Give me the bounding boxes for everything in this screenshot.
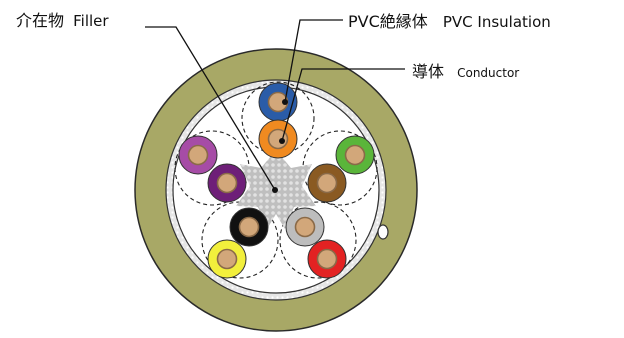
conductor-leader-dot: [279, 138, 285, 144]
conductor-label-en: Conductor: [457, 66, 520, 80]
insulation-label-jp: PVC絶縁体: [348, 12, 428, 31]
core-conductor-gray: [294, 216, 316, 238]
insulation-label-en: PVC Insulation: [442, 13, 551, 31]
filler-label-en: Filler: [73, 12, 109, 30]
conductor-label: 導体 Conductor: [412, 58, 519, 82]
conductor-leader-line: [281, 68, 405, 142]
insulation-leader-dot: [282, 99, 288, 105]
drain-wire: [377, 224, 389, 240]
core-conductor-yellow: [216, 248, 238, 270]
core-brown: [307, 163, 347, 203]
filler-leader-dot: [272, 187, 278, 193]
core-conductor-black: [238, 216, 260, 238]
core-conductor-green: [344, 144, 366, 166]
insulation-label: PVC絶縁体 PVC Insulation: [348, 8, 551, 32]
core-gray: [285, 207, 325, 247]
core-black: [229, 207, 269, 247]
core-conductor-brown: [316, 172, 338, 194]
insulation-leader-line: [284, 19, 343, 103]
core-yellow: [207, 239, 247, 279]
core-green: [335, 135, 375, 175]
core-dark-purple: [207, 163, 247, 203]
core-conductor-purple: [187, 144, 209, 166]
core-red: [307, 239, 347, 279]
core-conductor-red: [316, 248, 338, 270]
pair-boundary-lower-right: [279, 201, 357, 279]
filler-label-jp: 介在物: [16, 11, 65, 30]
filler-label: 介在物 Filler: [16, 7, 109, 31]
core-blue: [258, 82, 298, 122]
core-orange: [258, 119, 298, 159]
conductor-label-jp: 導体: [412, 62, 445, 81]
pair-boundary-right: [302, 130, 378, 206]
core-conductor-dark-purple: [216, 172, 238, 194]
cores: [178, 82, 375, 279]
filler-leader-line: [145, 26, 276, 191]
core-purple: [178, 135, 218, 175]
